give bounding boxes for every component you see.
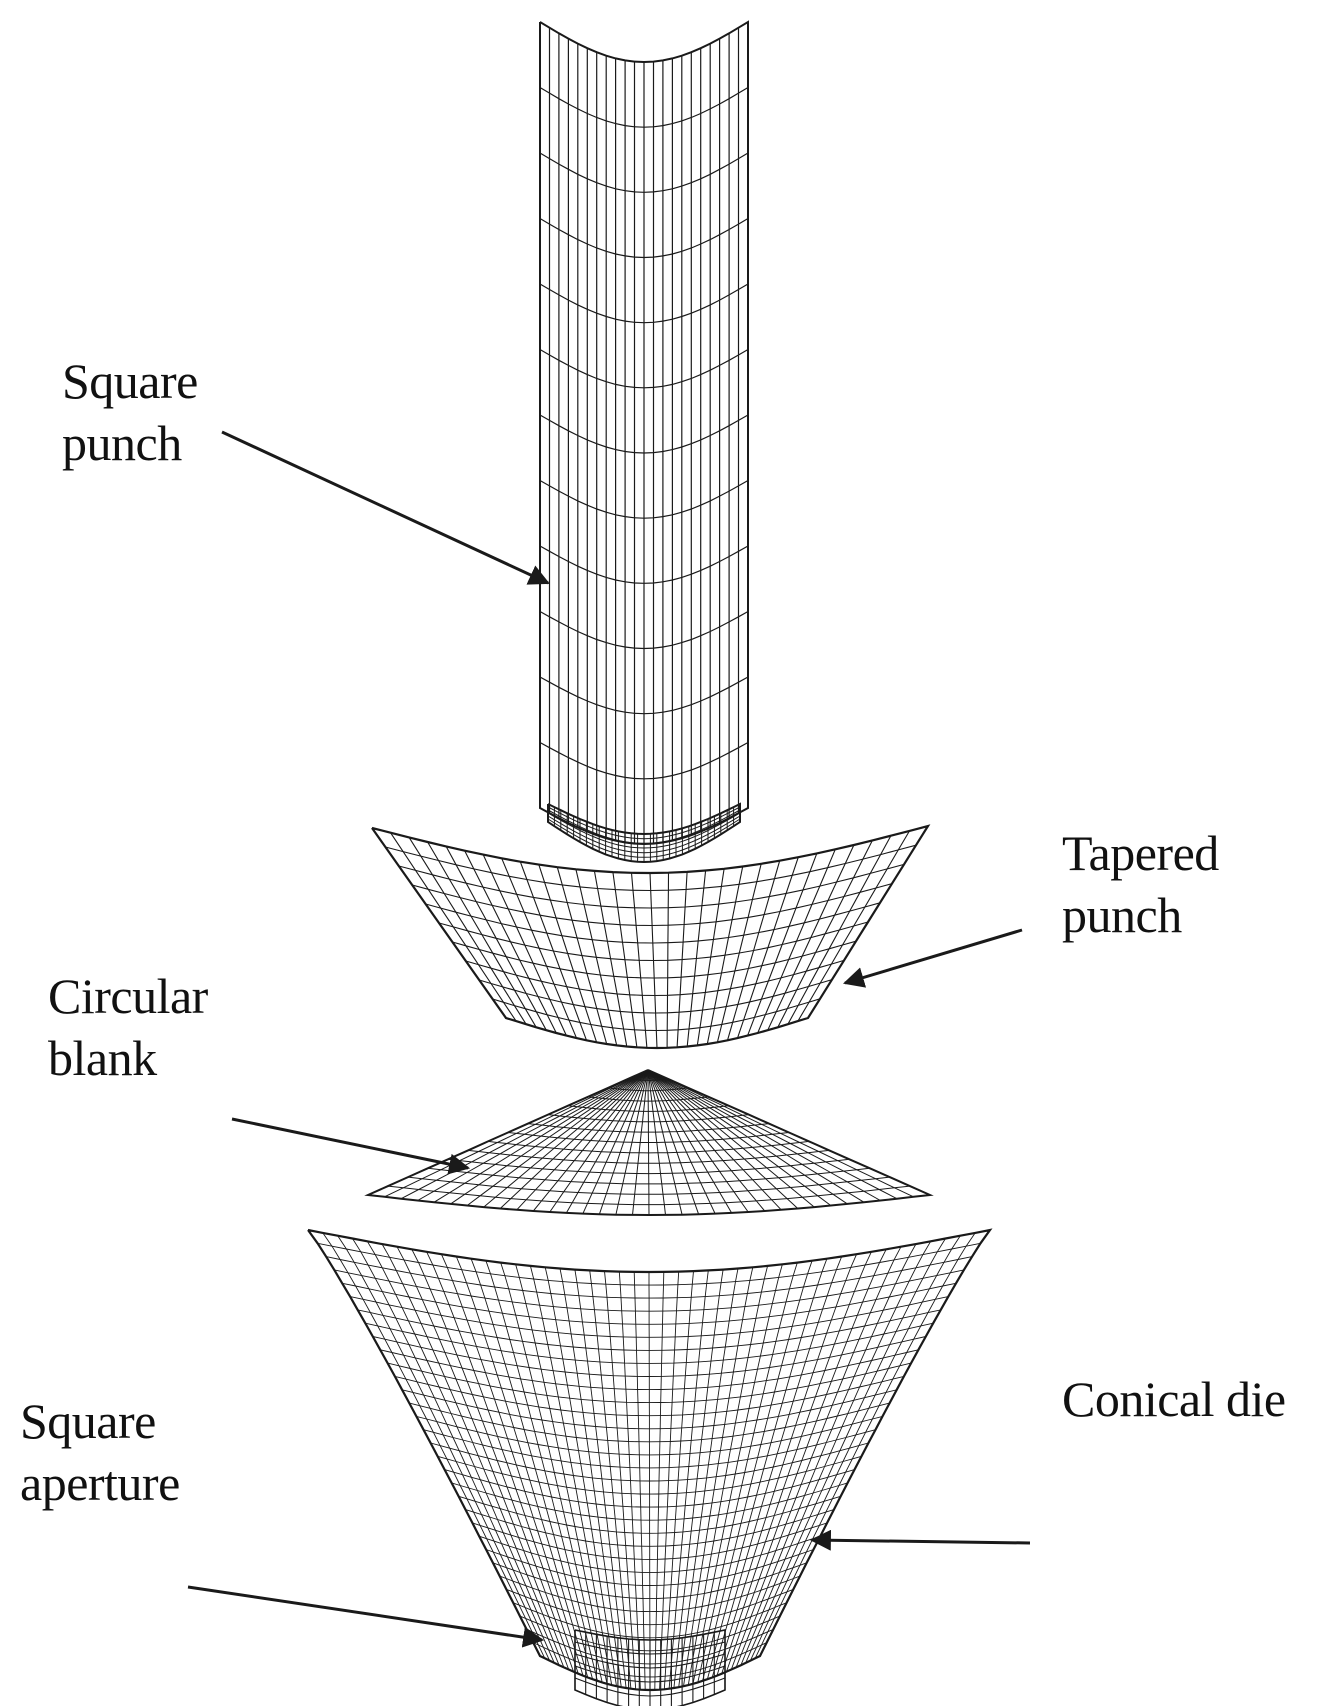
square-punch-arrow xyxy=(221,430,550,585)
square-punch-label-line1: Square xyxy=(62,353,198,409)
tapered-punch-label-line2: punch xyxy=(1062,887,1182,943)
tapered-punch-label-line1: Tapered xyxy=(1062,825,1219,881)
circular-blank-mesh xyxy=(364,1069,934,1217)
square-punch-mesh xyxy=(539,20,749,864)
square-punch-label-line2: punch xyxy=(62,415,182,471)
circular-blank-label-line1: Circular xyxy=(48,968,208,1024)
circular-blank-label: Circular blank xyxy=(48,965,208,1089)
tapered-punch-label: Tapered punch xyxy=(1062,822,1219,946)
circular-blank-arrow xyxy=(231,1117,471,1175)
square-aperture-label: Square aperture xyxy=(20,1390,180,1514)
conical-die-label: Conical die xyxy=(1062,1368,1286,1430)
square-aperture-arrow xyxy=(187,1585,545,1648)
conical-die-label-line1: Conical die xyxy=(1062,1371,1286,1427)
tapered-punch-mesh xyxy=(371,824,931,1050)
square-aperture-label-line2: aperture xyxy=(20,1455,180,1511)
conical-die-arrow xyxy=(809,1529,1031,1551)
circular-blank-label-line2: blank xyxy=(48,1030,157,1086)
square-aperture-label-line1: Square xyxy=(20,1393,156,1449)
tapered-punch-arrow xyxy=(842,928,1023,988)
square-punch-label: Square punch xyxy=(62,350,198,474)
conical-die-mesh xyxy=(307,1228,993,1706)
